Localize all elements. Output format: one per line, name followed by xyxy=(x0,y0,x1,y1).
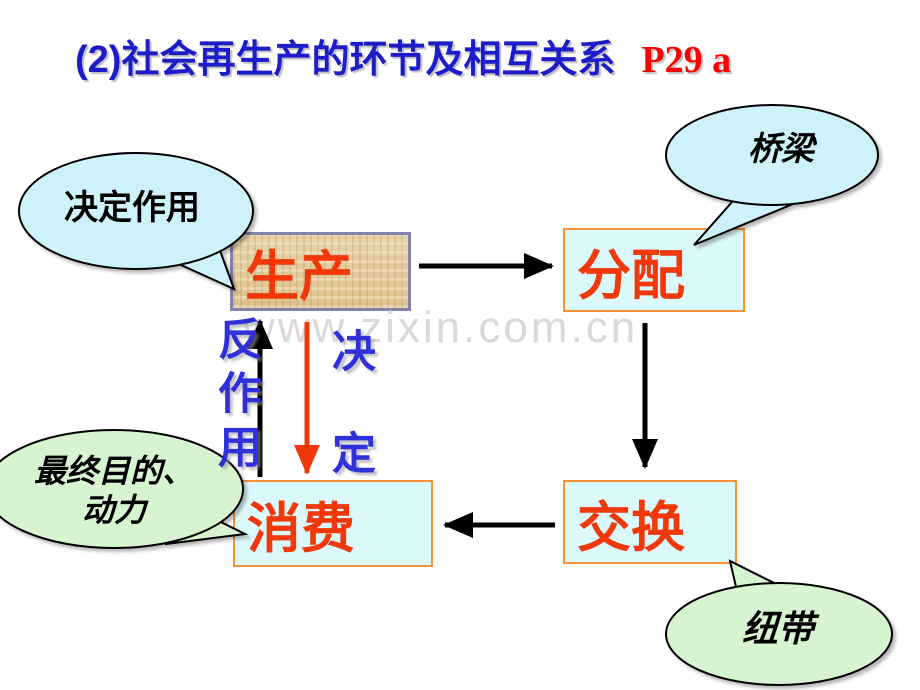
bubble-production-note xyxy=(18,152,254,291)
bubble-distribution-note xyxy=(665,104,879,246)
title-main-text: (2)社会再生产的环节及相互关系 xyxy=(75,39,616,81)
bubble-production-note-label: 决定作用 xyxy=(64,189,200,227)
bubble-consumption-note-line2: 动力 xyxy=(81,492,146,529)
node-distribution-label: 分配 xyxy=(577,245,685,306)
bubble-consumption-note xyxy=(0,429,249,549)
bubble-exchange-note-label: 纽带 xyxy=(742,608,815,649)
edge-label-determine: 决定 xyxy=(325,328,374,532)
bubble-exchange-note xyxy=(665,559,893,686)
node-production-label: 生产 xyxy=(245,247,353,307)
node-distribution: 分配 xyxy=(563,228,745,312)
bubble-consumption-note-label: 最终目的、 动力 xyxy=(18,452,210,530)
node-production: 生产 xyxy=(230,232,411,311)
node-consumption: 消费 xyxy=(233,480,433,567)
node-consumption-label: 消费 xyxy=(247,499,355,559)
title-page-ref: P29 a xyxy=(641,39,732,81)
bubble-distribution-note-label: 桥梁 xyxy=(748,130,814,167)
node-exchange-label: 交换 xyxy=(577,497,685,558)
edge-label-reaction: 反作用 xyxy=(211,316,260,478)
node-exchange: 交换 xyxy=(563,480,737,564)
slide-title: (2)社会再生产的环节及相互关系 P29 a xyxy=(75,28,895,83)
bubble-consumption-note-line1: 最终目的、 xyxy=(33,453,194,489)
